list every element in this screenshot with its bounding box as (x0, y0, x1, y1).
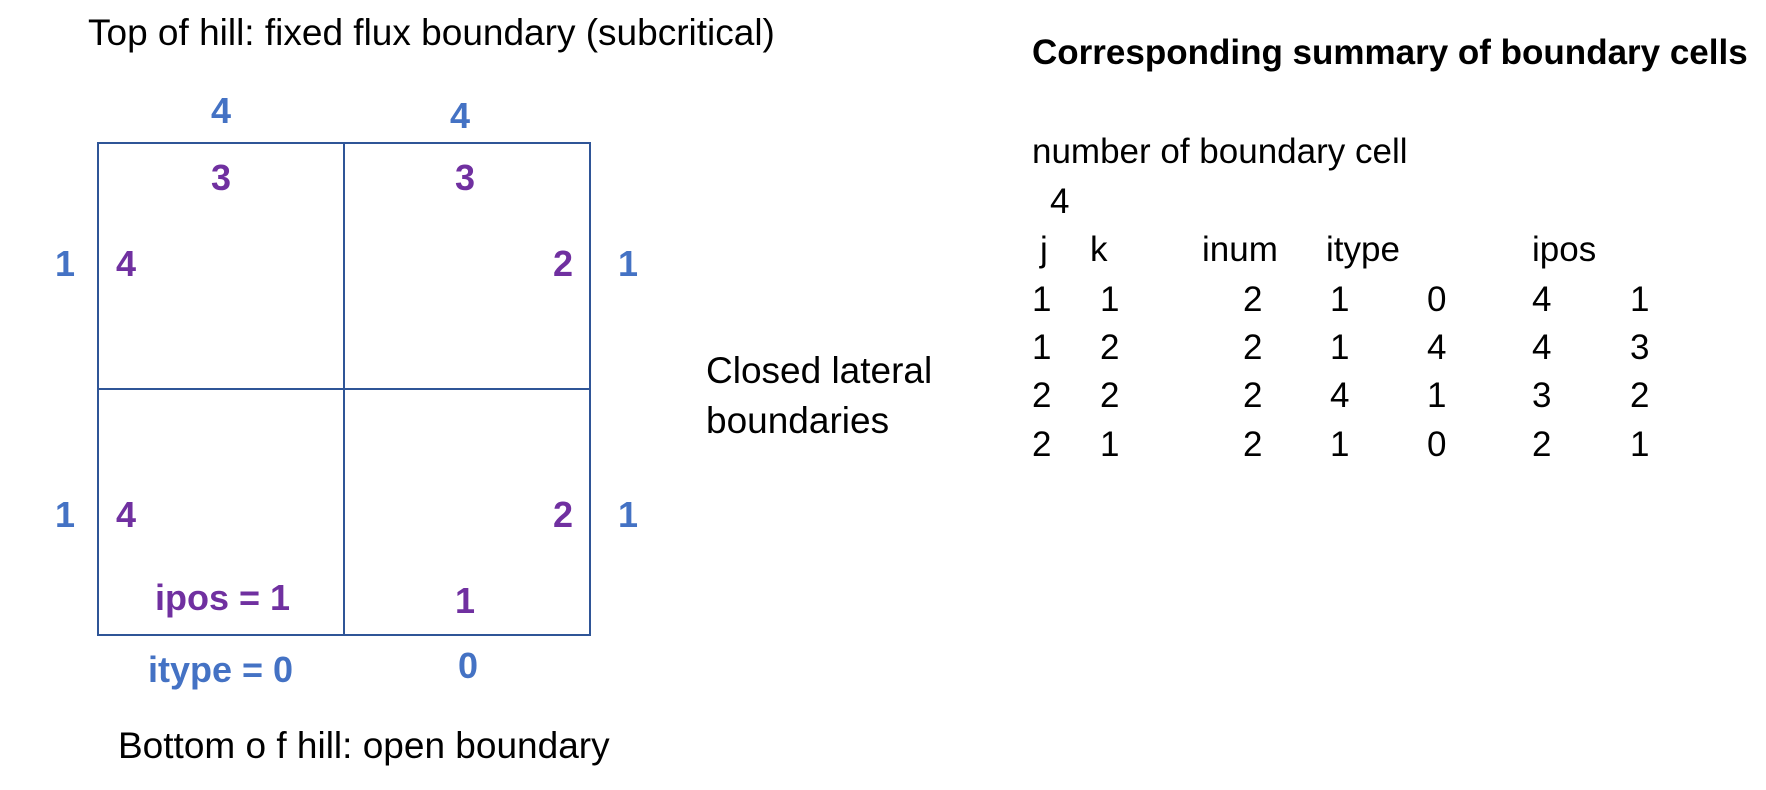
table-cell: 1 (1032, 328, 1052, 367)
lateral-caption-line1: Closed lateral (706, 350, 933, 391)
table-cell: 4 (1532, 328, 1552, 367)
table-cell: 1 (1630, 280, 1650, 319)
itype-right-top: 1 (618, 243, 639, 284)
header-k: k (1090, 230, 1108, 269)
header-j: j (1040, 230, 1048, 269)
table-cell: 4 (1532, 280, 1552, 319)
grid-right-line (589, 142, 591, 636)
top-caption: Top of hill: fixed flux boundary (subcri… (88, 12, 775, 53)
ipos-bottom-left-bottom: ipos = 1 (155, 577, 291, 618)
header-itype: itype (1326, 230, 1400, 269)
bottom-caption: Bottom o f hill: open boundary (118, 725, 610, 766)
table-cell: 4 (1330, 376, 1350, 415)
grid-left-line (97, 142, 99, 636)
table-cell: 1 (1330, 328, 1350, 367)
table-cell: 1 (1330, 425, 1350, 464)
table-cell: 1 (1100, 280, 1120, 319)
table-cell: 1 (1330, 280, 1350, 319)
itype-top-left: 4 (211, 90, 232, 131)
itype-right-bottom: 1 (618, 494, 639, 535)
itype-top-right: 4 (450, 95, 471, 136)
table-cell: 2 (1032, 425, 1052, 464)
ipos-top-left-top: 3 (211, 157, 232, 198)
table-cell: 4 (1427, 328, 1447, 367)
table-cell: 2 (1100, 328, 1120, 367)
header-ipos: ipos (1532, 230, 1597, 269)
table-cell: 2 (1243, 328, 1263, 367)
summary-title: Corresponding summary of boundary cells (1032, 33, 1748, 72)
count-value: 4 (1050, 182, 1070, 221)
ipos-top-right-right: 2 (553, 243, 574, 284)
table-cell: 1 (1032, 280, 1052, 319)
table-cell: 2 (1100, 376, 1120, 415)
table-cell: 3 (1532, 376, 1552, 415)
table-cell: 2 (1243, 376, 1263, 415)
table-cell: 2 (1032, 376, 1052, 415)
itype-bottom-right: 0 (458, 645, 479, 686)
itype-bottom-left: itype = 0 (148, 649, 294, 690)
itype-left-top: 1 (55, 243, 76, 284)
table-cell: 1 (1630, 425, 1650, 464)
grid-center-line (343, 142, 345, 636)
ipos-bottom-right-right: 2 (553, 494, 574, 535)
table-cell: 0 (1427, 425, 1447, 464)
table-cell: 2 (1243, 280, 1263, 319)
ipos-top-left-left: 4 (116, 243, 137, 284)
table-cell: 2 (1630, 376, 1650, 415)
table-cell: 0 (1427, 280, 1447, 319)
ipos-top-right-top: 3 (455, 157, 476, 198)
header-inum: inum (1202, 230, 1278, 269)
table-cell: 1 (1100, 425, 1120, 464)
ipos-bottom-left-left: 4 (116, 494, 137, 535)
table-cell: 1 (1427, 376, 1447, 415)
table-cell: 2 (1532, 425, 1552, 464)
table-cell: 3 (1630, 328, 1650, 367)
table-cell: 2 (1243, 425, 1263, 464)
count-label: number of boundary cell (1032, 132, 1408, 171)
itype-left-bottom: 1 (55, 494, 76, 535)
ipos-bottom-right-bottom: 1 (455, 580, 476, 621)
lateral-caption-line2: boundaries (706, 400, 890, 441)
